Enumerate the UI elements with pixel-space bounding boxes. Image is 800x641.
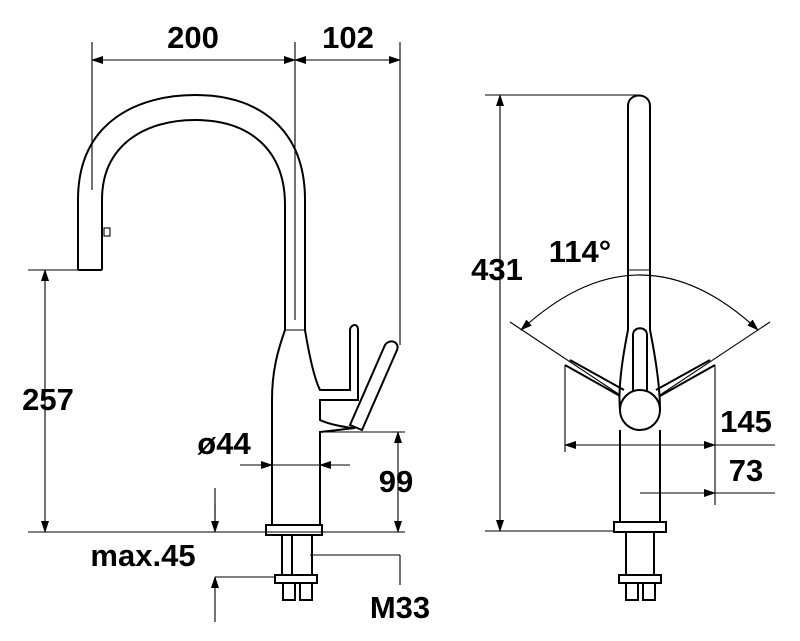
supply-fittings [282, 583, 313, 601]
body-outline [271, 324, 359, 525]
front-base-plate [613, 521, 667, 533]
dim-thread: M33 [370, 590, 430, 625]
front-nut [618, 574, 662, 584]
dim-spout-height: 257 [22, 382, 74, 417]
front-shank [625, 532, 655, 575]
dim-handle-height: 99 [379, 464, 413, 499]
front-view-dimensions: 431 114° 145 73 [471, 94, 775, 532]
spray-button [103, 227, 111, 237]
dim-reach: 200 [167, 20, 219, 55]
dim-rotation-angle: 114° [549, 234, 611, 269]
spout-inner [101, 118, 286, 330]
dim-total-height: 431 [471, 252, 523, 287]
dim-max-deck-thickness: max.45 [90, 538, 195, 573]
front-spout [627, 94, 651, 330]
front-lever [632, 327, 648, 392]
front-handle-hub [619, 389, 661, 431]
spout-outer [77, 93, 306, 330]
mounting-nut [274, 574, 318, 584]
handle-lever [348, 340, 399, 432]
front-body [618, 329, 661, 522]
threaded-shank [281, 535, 313, 575]
dim-handle-half-swing: 73 [729, 453, 763, 488]
side-view-dimensions: 200 102 257 ø44 99 max.45 M33 [22, 20, 430, 625]
dim-handle-swing: 145 [720, 404, 772, 439]
side-view-faucet [77, 93, 399, 601]
dim-handle-offset: 102 [322, 20, 374, 55]
dim-body-diameter: ø44 [197, 426, 251, 461]
front-view-faucet [613, 94, 667, 601]
base-plate [265, 524, 323, 536]
